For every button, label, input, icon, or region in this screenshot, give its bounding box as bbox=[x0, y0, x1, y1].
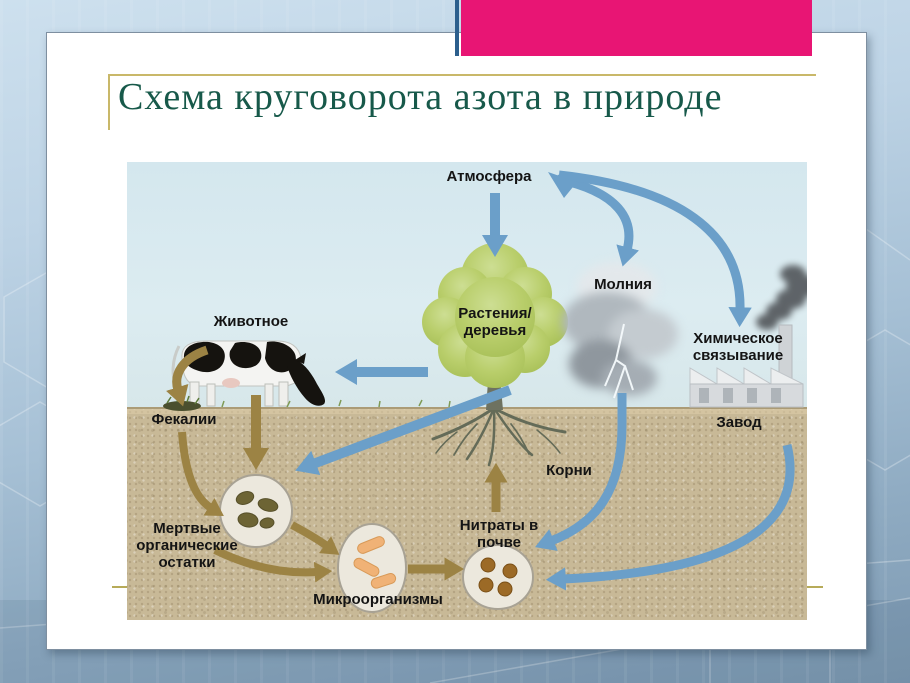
label-lightning: Молния bbox=[594, 276, 652, 293]
arrow-factory-to-nitrates bbox=[545, 443, 795, 591]
arrow-lightning-to-nitrates bbox=[535, 393, 627, 551]
accent-banner bbox=[455, 0, 812, 56]
title-rule-left bbox=[108, 74, 110, 130]
placeholder-mark-right bbox=[805, 586, 823, 588]
title-rule-top bbox=[108, 74, 816, 76]
label-roots: Корни bbox=[546, 462, 592, 479]
banner-edge-line bbox=[455, 0, 459, 56]
arrow-animal-to-feces bbox=[166, 345, 209, 407]
nitrogen-cycle-diagram: Атмосфера Растения/деревья Молния Химиче… bbox=[127, 162, 807, 620]
arrow-atmosphere-to-factory bbox=[558, 170, 752, 328]
label-nitrates-in-soil: Нитраты в почве bbox=[459, 517, 539, 551]
lightning-bolt-icon bbox=[604, 323, 634, 399]
banner-pink-bar bbox=[461, 0, 812, 56]
arrow-feces-to-remains bbox=[178, 431, 224, 517]
label-plants-trees: Растения/деревья bbox=[458, 305, 532, 339]
nitrates-circle bbox=[462, 544, 534, 610]
smoke-icon bbox=[756, 265, 807, 330]
label-factory: Завод bbox=[716, 414, 762, 431]
label-animal: Животное bbox=[213, 313, 289, 330]
factory-icon bbox=[689, 265, 807, 408]
dead-remains-circle bbox=[219, 474, 293, 548]
label-dead-organic-remains: Мертвые органические остатки bbox=[136, 520, 238, 571]
arrow-flare-at-atmosphere bbox=[548, 172, 577, 198]
roots-icon bbox=[431, 406, 567, 467]
label-atmosphere: Атмосфера bbox=[446, 168, 532, 185]
arrow-remains-to-micro-upper bbox=[290, 521, 340, 555]
tree-canopy-icon bbox=[422, 243, 568, 388]
label-microorganisms: Микроорганизмы bbox=[313, 591, 443, 608]
diagram-graphics bbox=[163, 170, 807, 613]
cow-icon bbox=[171, 340, 326, 407]
arrow-remains-to-micro-lower bbox=[213, 546, 333, 583]
arrow-atmosphere-to-lightning bbox=[556, 174, 640, 267]
label-feces: Фекалии bbox=[151, 411, 217, 428]
microorganisms-circle bbox=[337, 523, 407, 613]
arrow-plants-to-remains bbox=[295, 385, 512, 476]
page-title: Схема круговорота азота в природе bbox=[118, 76, 723, 118]
placeholder-mark-left bbox=[112, 586, 130, 588]
label-chemical-fixation: Химическое связывание bbox=[692, 330, 784, 364]
